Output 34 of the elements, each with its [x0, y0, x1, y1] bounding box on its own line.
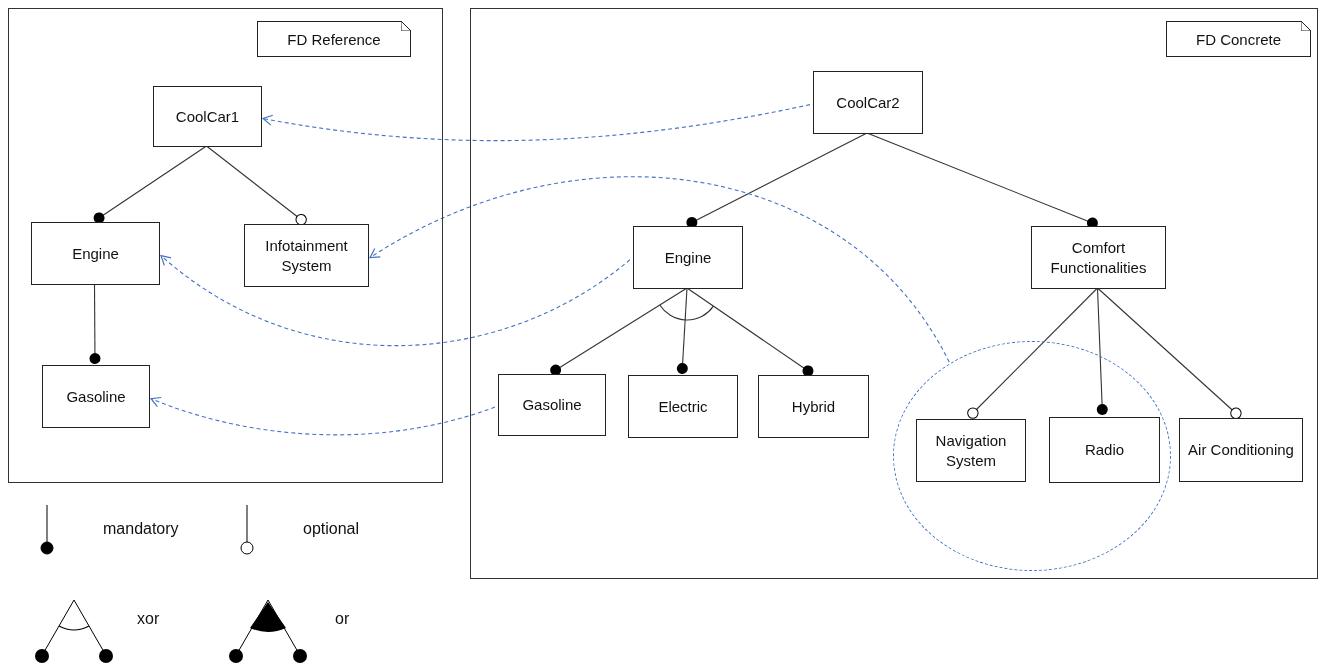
mandatory-connector — [676, 287, 688, 375]
feature-box: Gasoline — [42, 365, 150, 428]
mandatory-connector — [550, 287, 688, 376]
feature-box: Engine — [633, 226, 743, 289]
feature-box: Radio — [1049, 417, 1160, 483]
feature-box: Gasoline — [498, 374, 606, 436]
feature-box: Engine — [31, 222, 160, 285]
feature-box: CoolCar1 — [153, 86, 262, 147]
mandatory-connector — [93, 145, 208, 224]
dashed-arrow — [262, 104, 811, 142]
legend-text: mandatory — [103, 520, 179, 538]
legend-text: optional — [303, 520, 360, 538]
feature-box: Hybrid — [758, 375, 869, 438]
frame-box — [470, 8, 1318, 579]
feature-box: CoolCar2 — [813, 71, 923, 134]
note-label: FD Reference — [257, 21, 411, 57]
feature-box: Comfort Functionalities — [1031, 226, 1166, 289]
optional-connector — [205, 145, 307, 226]
feature-box: Navigation System — [916, 419, 1026, 482]
feature-box: Electric — [628, 375, 738, 438]
optional-connector — [967, 287, 1099, 419]
legend-text: or — [335, 610, 350, 628]
feature-box: Infotainment System — [244, 224, 369, 287]
mandatory-connector — [686, 287, 814, 377]
dashed-arrow — [150, 396, 496, 436]
dashed-arrow — [160, 255, 631, 347]
note-label: FD Concrete — [1166, 21, 1311, 57]
feature-box: Air Conditioning — [1179, 418, 1303, 482]
dashed-arrow — [369, 176, 950, 363]
frame-box — [8, 8, 443, 483]
mandatory-connector — [1096, 287, 1108, 416]
legend-text: xor — [137, 610, 160, 628]
mandatory-connector — [89, 283, 101, 365]
optional-connector — [1096, 287, 1242, 419]
